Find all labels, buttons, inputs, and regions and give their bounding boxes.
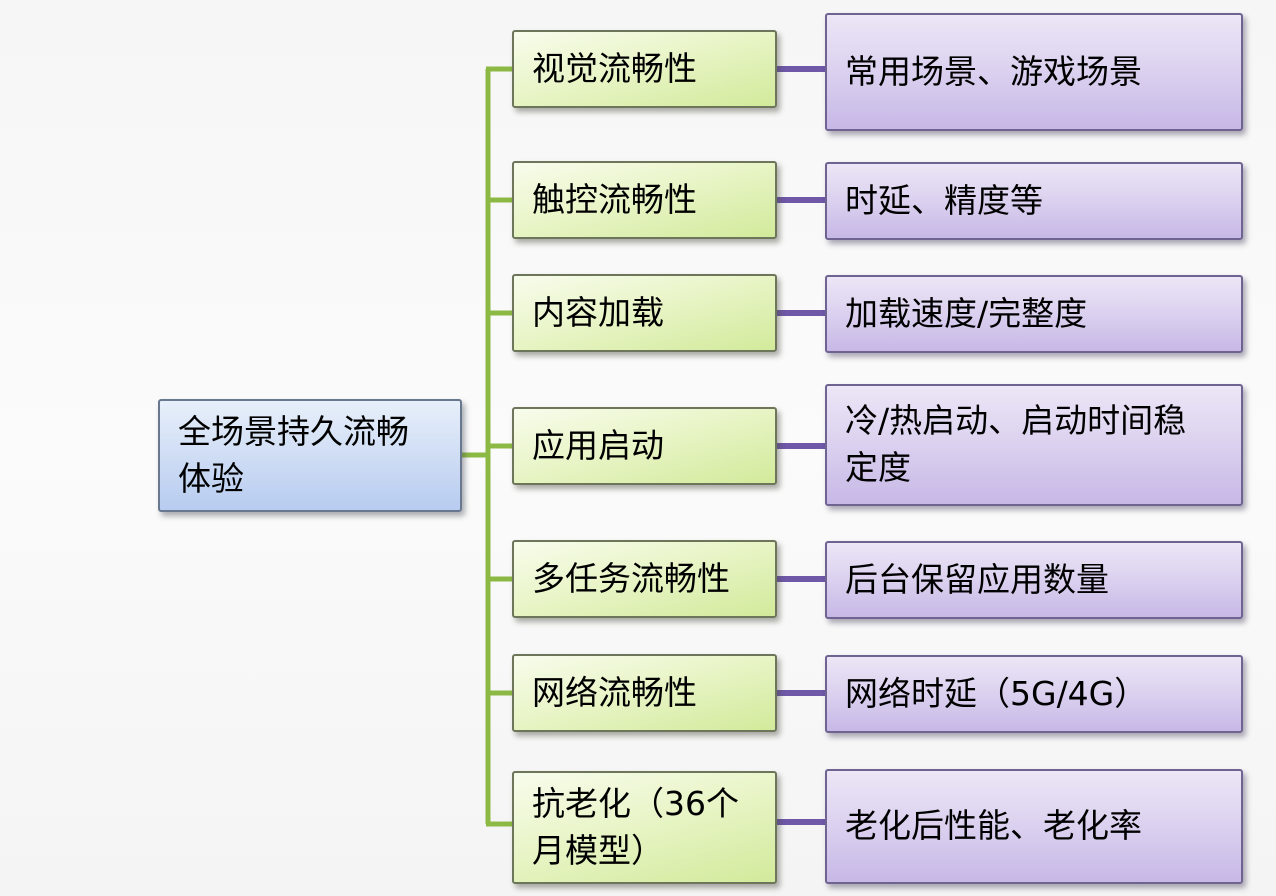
detail-label: 网络时延（5G/4G） (845, 673, 1148, 713)
detail-node-visual-fluency: 常用场景、游戏场景 (825, 13, 1243, 131)
category-label: 多任务流畅性 (532, 558, 730, 598)
detail-node-anti-aging: 老化后性能、老化率 (825, 769, 1243, 884)
category-label: 触控流畅性 (532, 179, 697, 219)
category-label: 抗老化（36个 月模型） (532, 783, 739, 870)
detail-label: 冷/热启动、启动时间稳 定度 (845, 401, 1187, 487)
detail-label: 加载速度/完整度 (845, 293, 1088, 333)
detail-label: 老化后性能、老化率 (845, 806, 1142, 846)
detail-node-touch-fluency: 时延、精度等 (825, 162, 1243, 240)
category-label: 应用启动 (532, 425, 664, 465)
category-node-content-loading: 内容加载 (512, 274, 777, 352)
category-node-touch-fluency: 触控流畅性 (512, 161, 777, 239)
detail-label: 后台保留应用数量 (845, 559, 1109, 599)
category-node-visual-fluency: 视觉流畅性 (512, 30, 777, 108)
root-node: 全场景持久流畅 体验 (158, 399, 462, 512)
trunk-connector (462, 66, 512, 827)
detail-label: 常用场景、游戏场景 (845, 51, 1142, 91)
root-node-label: 全场景持久流畅 体验 (178, 411, 409, 498)
category-node-anti-aging: 抗老化（36个 月模型） (512, 771, 777, 884)
category-label: 视觉流畅性 (532, 48, 697, 88)
detail-node-network-fluency: 网络时延（5G/4G） (825, 655, 1243, 733)
branch-connectors (777, 66, 825, 825)
detail-node-multitask-fluency: 后台保留应用数量 (825, 541, 1243, 619)
category-node-app-launch: 应用启动 (512, 407, 777, 485)
detail-node-content-loading: 加载速度/完整度 (825, 275, 1243, 353)
category-node-multitask-fluency: 多任务流畅性 (512, 540, 777, 618)
category-label: 内容加载 (532, 292, 664, 332)
detail-node-app-launch: 冷/热启动、启动时间稳 定度 (825, 384, 1243, 506)
category-label: 网络流畅性 (532, 672, 697, 712)
category-node-network-fluency: 网络流畅性 (512, 654, 777, 732)
detail-label: 时延、精度等 (845, 180, 1043, 220)
